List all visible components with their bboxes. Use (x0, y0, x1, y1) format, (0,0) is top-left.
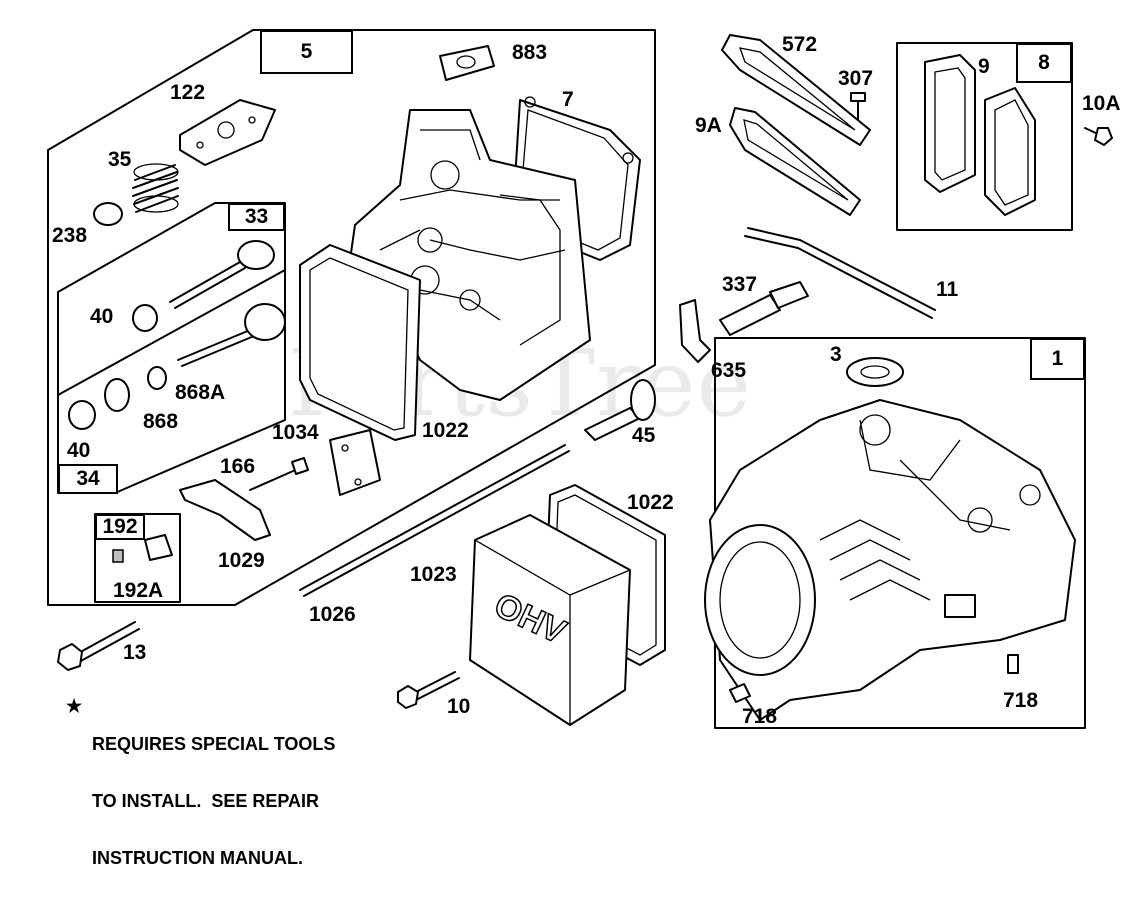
valve-cover-1023-drawing: OHV (469, 514, 631, 726)
part-label-9A: 9A (695, 114, 722, 137)
part-label-238: 238 (52, 224, 88, 247)
seal-40-lower-drawing (68, 400, 96, 430)
group-label-33: 33 (228, 203, 285, 231)
part-label-45: 45 (632, 424, 656, 447)
part-label-13: 13 (123, 641, 147, 664)
valve-lower-drawing (177, 303, 286, 367)
diagram-drawing: OHV (47, 29, 1113, 729)
gasket-572-drawing (721, 34, 871, 146)
part-label-7: 7 (562, 88, 574, 111)
part-label-9: 9 (978, 55, 990, 78)
note-line-2: TO INSTALL. SEE REPAIR (92, 791, 320, 811)
bolt-13-drawing (57, 621, 140, 671)
part-label-572: 572 (782, 33, 818, 56)
gasket-9-drawing (924, 54, 976, 193)
tube-11-drawing (747, 227, 936, 311)
part-label-3: 3 (830, 343, 842, 366)
note-line-1: REQUIRES SPECIAL TOOLS (92, 734, 336, 754)
part-label-868: 868 (143, 410, 179, 433)
screw-10A-drawing (1084, 127, 1113, 146)
pin-192A-drawing (112, 534, 173, 563)
part-label-883: 883 (512, 41, 548, 64)
dowel-718-left-drawing (729, 683, 751, 703)
part-label-11: 11 (936, 278, 959, 301)
pushrod-1026-drawing (299, 444, 566, 591)
part-label-1034: 1034 (272, 421, 319, 444)
washer-868A-drawing (147, 366, 167, 390)
seal-3-drawing (846, 357, 904, 387)
part-label-1022-head: 1022 (422, 419, 469, 442)
boot-635-drawing (679, 299, 711, 363)
group-label-192: 192 (95, 514, 145, 540)
part-label-10A: 10A (1082, 92, 1121, 115)
retainer-868-drawing (104, 378, 130, 412)
part-label-635: 635 (711, 359, 747, 382)
rocker-arm-1029-drawing (179, 479, 271, 541)
spring-35-drawing (132, 163, 179, 213)
plate-1034-drawing (329, 429, 381, 496)
part-label-10: 10 (447, 695, 471, 718)
part-label-1026: 1026 (309, 603, 356, 626)
part-label-40-upper: 40 (90, 305, 114, 328)
cap-238-drawing (93, 202, 123, 226)
group-8-outline (896, 42, 1073, 231)
part-label-122: 122 (170, 81, 206, 104)
note-line-3: INSTRUCTION MANUAL. (92, 848, 303, 868)
part-label-337: 337 (722, 273, 758, 296)
group-label-34: 34 (58, 464, 118, 494)
part-label-166: 166 (220, 455, 256, 478)
part-45-drawing (584, 379, 656, 441)
crankcase-1-drawing (704, 399, 1076, 721)
group-label-5: 5 (260, 30, 353, 74)
part-label-718-left: 718 (742, 705, 778, 728)
part-label-718-right: 718 (1003, 689, 1039, 712)
bolt-10-drawing (397, 671, 460, 709)
group-label-8: 8 (1016, 43, 1072, 83)
stud-166-drawing (249, 457, 309, 491)
valve-33-drawing (169, 240, 275, 309)
group-label-1: 1 (1030, 338, 1085, 380)
seal-40-upper-drawing (132, 304, 158, 332)
part-label-868A: 868A (175, 381, 226, 404)
dowel-718-right-drawing (1007, 654, 1019, 674)
group-5-outline (47, 29, 656, 606)
part-label-40-lower: 40 (67, 439, 91, 462)
spark-plug-337-drawing (719, 281, 809, 336)
part-label-1022-cover: 1022 (627, 491, 674, 514)
part-label-35: 35 (108, 148, 132, 171)
part-label-1023: 1023 (410, 563, 457, 586)
parts-diagram: PartsTree (47, 29, 1121, 868)
cover-8-drawing (984, 87, 1036, 216)
part-label-307: 307 (838, 67, 874, 90)
gasket-1022-head-drawing (299, 244, 421, 441)
screw-307-drawing (850, 92, 866, 121)
part-label-1029: 1029 (218, 549, 265, 572)
bracket-122-drawing (179, 99, 276, 166)
gasket-883-drawing (439, 45, 495, 81)
part-label-192A: 192A (113, 579, 164, 602)
star-icon: ★ (66, 696, 83, 716)
